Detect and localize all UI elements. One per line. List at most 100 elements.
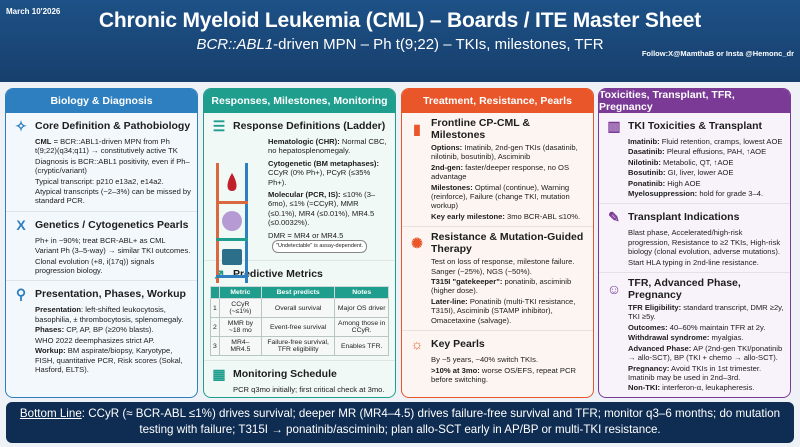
line-text: : left-shifted leukocytosis, basophilia,… xyxy=(35,305,184,324)
section-heading: X Genetics / Cytogenetics Pearls xyxy=(12,216,191,234)
section-title: Predictive Metrics xyxy=(233,268,323,281)
hospital-icon: ▥ xyxy=(607,117,621,134)
line-text: = BCR::ABL1-driven MPN from Ph t(9;22)(q… xyxy=(35,137,178,156)
line-text: Fluid retention, cramps, lowest AOE xyxy=(659,137,783,146)
text-line: CML = BCR::ABL1-driven MPN from Ph t(9;2… xyxy=(12,137,191,156)
line-label: TFR Eligibility: xyxy=(628,303,682,313)
line-text: PCR q3mo initially; first critical check… xyxy=(233,385,385,395)
line-text: BM aspirate/biopsy, Karyotype, FISH, qua… xyxy=(35,346,183,374)
calendar-icon: ▦ xyxy=(212,365,226,382)
text-line: Diagnosis is BCR::ABL1 positivity, even … xyxy=(12,157,191,176)
line-label: >10% at 3mo: xyxy=(431,365,480,375)
table-cell: 2 xyxy=(210,317,220,338)
mutation-icon: ✺ xyxy=(411,234,423,251)
text-line: Non-TKI: interferon-α, leukapheresis. xyxy=(605,383,784,392)
table-cell: Failure-free survival, TFR eligibility xyxy=(260,336,336,357)
column-header: Treatment, Resistance, Pearls xyxy=(402,89,593,113)
line-label: Molecular (PCR, IS): xyxy=(268,190,341,200)
line-label: Myelosuppression: xyxy=(628,189,698,199)
section: ☰Response Definitions (Ladder) Hematologi… xyxy=(204,113,395,283)
table-cell: Among those in CCyR. xyxy=(334,317,389,338)
text-line: Test on loss of response, milestone fail… xyxy=(408,257,587,276)
line-label: Hematologic (CHR): xyxy=(268,137,340,146)
line-text: myalgias. xyxy=(709,333,744,343)
text-line: Key early milestone: 3mo BCR-ABL ≤10%. xyxy=(408,212,587,221)
line-text: Diagnosis is BCR::ABL1 positivity, even … xyxy=(35,156,190,176)
chromosome-icon: X xyxy=(16,216,26,233)
text-line: DMR = MR4 or MR4.5"Undetectable" is assa… xyxy=(210,231,389,254)
text-line: Advanced Phase: AP (2nd-gen TKI/ponatini… xyxy=(605,344,784,363)
section-heading: ☰Response Definitions (Ladder) xyxy=(210,117,389,135)
header-banner: March 10'2026 Chronic Myeloid Leukemia (… xyxy=(0,0,800,82)
subtitle-gene: BCR::ABL1 xyxy=(196,36,274,53)
bottom-line-label: Bottom Line xyxy=(19,407,82,420)
line-label: Nilotinib: xyxy=(628,157,661,167)
line-text: faster/deeper response, no OS advantage xyxy=(431,162,570,182)
page-title: Chronic Myeloid Leukemia (CML) – Boards … xyxy=(98,9,702,32)
line-label: Phases: xyxy=(35,325,65,335)
section-title: Frontline CP-CML & Milestones xyxy=(431,117,530,141)
text-line: Milestones: Optimal (continue), Warning … xyxy=(408,183,587,211)
text-line: Typical transcript: p210 e13a2, e14a2. xyxy=(12,177,191,186)
column-1: Responses, Milestones, Monitoring☰Respon… xyxy=(203,88,396,398)
line-label: Bosutinib: xyxy=(628,168,666,178)
section-title: TFR, Advanced Phase, Pregnancy xyxy=(628,277,741,302)
line-text: Imatinib, 2nd-gen TKIs (dasatinib, nilot… xyxy=(431,143,578,162)
text-line: Cytogenetic (BM metaphases): CCyR (0% Ph… xyxy=(210,159,389,187)
text-line: Molecular (PCR, IS): ≤10% (3–6mo), ≤1% (… xyxy=(210,190,389,228)
section-heading: ⚲Presentation, Phases, Workup xyxy=(12,285,191,303)
line-label: Dasatinib: xyxy=(628,147,665,157)
line-label: Advanced Phase: xyxy=(628,343,692,353)
line-text: Typical transcript: p210 e13a2, e14a2. xyxy=(35,176,164,186)
table-cell: 1 xyxy=(210,298,220,319)
line-label: Workup: xyxy=(35,346,66,356)
text-line: Dasatinib: Pleural effusions, PAH, ↑AOE xyxy=(605,147,784,156)
column-header-cell xyxy=(210,286,220,300)
line-text: Blast phase, Accelerated/high-risk progr… xyxy=(628,228,781,257)
date-label: March 10'2026 xyxy=(6,7,61,16)
line-text: ≤10% (3–6mo), ≤1% (≈CCyR), MMR (≤0.1%), … xyxy=(268,190,376,228)
section-title: Genetics / Cytogenetics Pearls xyxy=(35,218,189,231)
text-line: Phases: CP, AP, BP (≥20% blasts). xyxy=(12,325,191,334)
line-text: Once stable MMR/DMR: q3–6mo. xyxy=(233,396,347,397)
line-label: Ponatinib: xyxy=(628,178,666,188)
section-title: TKI Toxicities & Transplant xyxy=(628,120,762,132)
text-line: WHO 2022 deemphasizes strict AP. xyxy=(12,336,191,345)
line-text: CCyR (0% Ph+), PCyR (≤35% Ph+). xyxy=(268,168,371,187)
text-line: Bosutinib: GI, liver, lower AOE xyxy=(605,168,784,177)
table-cell: MR4–MR4.5 xyxy=(218,336,262,357)
column-header-cell: Metric xyxy=(218,286,262,300)
subtitle-text: -driven MPN – Ph t(9;22) – TKIs, milesto… xyxy=(273,36,604,53)
line-label: Pregnancy: xyxy=(628,363,670,373)
section-heading: ✎Transplant Indications xyxy=(605,208,784,226)
text-line: Withdrawal syndrome: myalgias. xyxy=(605,333,784,342)
text-line: Later-line: Ponatinib (multi-TKI resista… xyxy=(408,297,587,325)
section-heading: ✺Resistance & Mutation-Guided Therapy xyxy=(408,231,587,255)
text-line: Imatinib: Fluid retention, cramps, lowes… xyxy=(605,137,784,146)
text-line: Presentation: left-shifted leukocytosis,… xyxy=(12,305,191,324)
bottom-line-text: : CCyR (≈ BCR-ABL ≤1%) drives survival; … xyxy=(81,407,781,436)
line-label: 2nd-gen: xyxy=(431,162,464,172)
text-line: Myelosuppression: hold for grade 3–4. xyxy=(605,189,784,198)
line-text: WHO 2022 deemphasizes strict AP. xyxy=(35,335,155,345)
line-label: Outcomes: xyxy=(628,322,668,332)
line-text: High AOE xyxy=(665,178,701,188)
line-text: CP, AP, BP (≥20% blasts). xyxy=(64,325,154,335)
text-line: Ponatinib: High AOE xyxy=(605,179,784,188)
text-line: Variant Ph (3–5-way) → similar TKI outco… xyxy=(12,246,191,255)
line-label: Cytogenetic (BM metaphases): xyxy=(268,158,379,168)
line-text: AP (2nd-gen TKI/ponatinib → allo-SCT), B… xyxy=(628,343,783,363)
text-line: Atypical transcripts (~2–3%) can be miss… xyxy=(12,187,191,206)
line-text: Test on loss of response, milestone fail… xyxy=(431,257,575,276)
section-title: Transplant Indications xyxy=(628,211,740,224)
column-header-cell: Best predicts xyxy=(260,286,336,300)
